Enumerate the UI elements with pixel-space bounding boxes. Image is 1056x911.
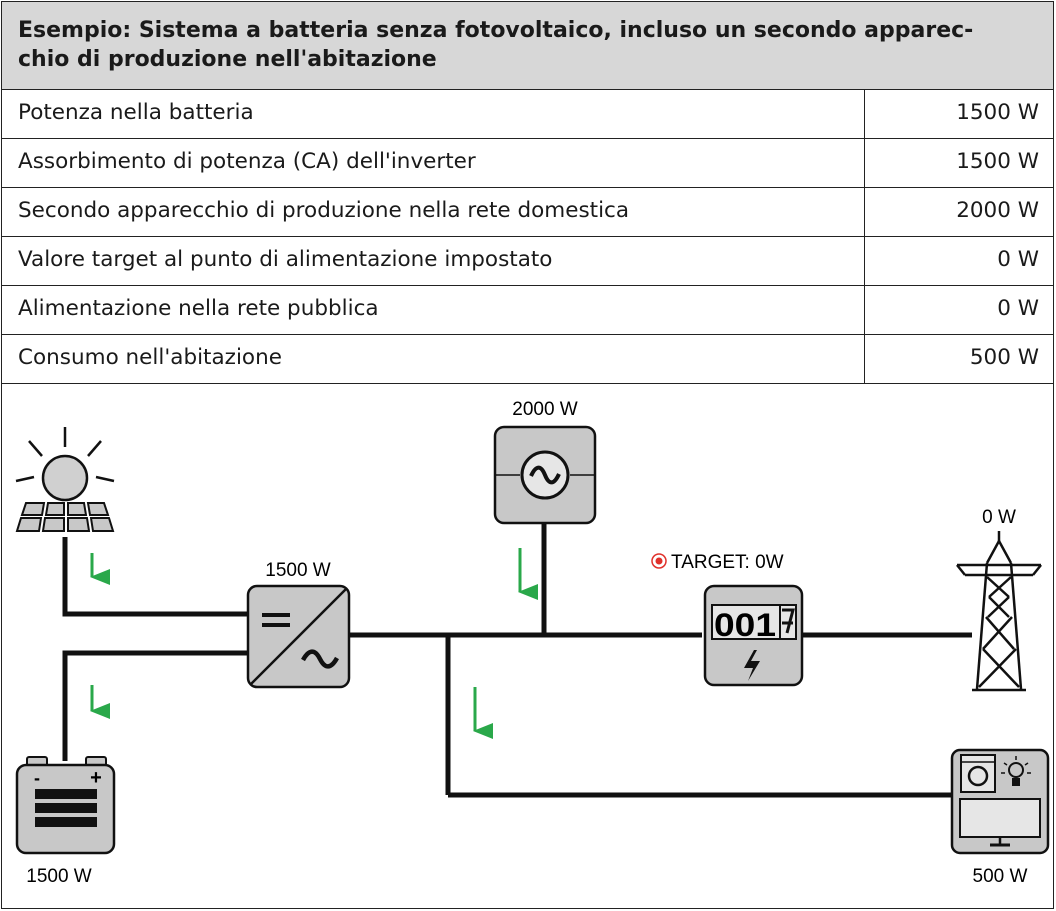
row-value: 0 W xyxy=(997,247,1039,272)
row-value: 1500 W xyxy=(956,149,1039,174)
meter-icon xyxy=(703,584,804,687)
solar-panel-icon xyxy=(15,427,115,532)
generator-icon xyxy=(493,425,597,525)
flow-arrows xyxy=(90,548,538,739)
power-grid-tower-icon xyxy=(956,531,1042,692)
column-divider xyxy=(864,188,865,236)
row-label: Secondo apparecchio di produzione nella … xyxy=(18,198,630,223)
header-title-line-2: chio di produzione nell'abitazione xyxy=(18,47,437,72)
row-label: Potenza nella batteria xyxy=(18,100,254,125)
inverter-power-label: 1500 W xyxy=(265,560,331,581)
row-value: 0 W xyxy=(997,296,1039,321)
table-header: Esempio: Sistema a batteria senza fotovo… xyxy=(2,2,1053,90)
column-divider xyxy=(864,90,865,138)
header-title-line-1: Esempio: Sistema a batteria senza fotovo… xyxy=(18,18,974,43)
target-label: TARGET: 0W xyxy=(671,552,784,573)
row-label: Consumo nell'abitazione xyxy=(18,345,282,370)
column-divider xyxy=(864,139,865,187)
row-value: 1500 W xyxy=(956,100,1039,125)
battery-icon xyxy=(15,756,116,855)
column-divider xyxy=(864,286,865,334)
column-divider xyxy=(864,335,865,383)
battery-power-label: 1500 W xyxy=(26,866,92,887)
row-value: 2000 W xyxy=(956,198,1039,223)
battery-plus-sign: + xyxy=(90,767,102,789)
row-value: 500 W xyxy=(969,345,1039,370)
table-row: Consumo nell'abitazione 500 W xyxy=(2,335,1053,384)
row-label: Valore target al punto di alimentazione … xyxy=(18,247,553,272)
meter-digits: 001 xyxy=(714,607,776,643)
table-row: Secondo apparecchio di produzione nella … xyxy=(2,188,1053,237)
row-label: Assorbimento di potenza (CA) dell'invert… xyxy=(18,149,476,174)
energy-flow-diagram: 2000 W 1500 W TARGET: 0W 001 xyxy=(15,399,1050,887)
grid-power-label: 0 W xyxy=(982,507,1016,528)
inverter-icon xyxy=(246,584,351,689)
battery-minus-sign: - xyxy=(34,768,40,788)
generator-power-label: 2000 W xyxy=(512,399,578,420)
table-row: Valore target al punto di alimentazione … xyxy=(2,237,1053,286)
column-divider xyxy=(864,237,865,285)
row-label: Alimentazione nella rete pubblica xyxy=(18,296,379,321)
wiring-lines xyxy=(62,522,972,798)
table-row: Potenza nella batteria 1500 W xyxy=(2,90,1053,139)
household-consumer-icon xyxy=(950,748,1050,855)
consumer-power-label: 500 W xyxy=(973,866,1028,887)
table-row: Assorbimento di potenza (CA) dell'invert… xyxy=(2,139,1053,188)
target-icon xyxy=(651,553,667,569)
table-row: Alimentazione nella rete pubblica 0 W xyxy=(2,286,1053,335)
